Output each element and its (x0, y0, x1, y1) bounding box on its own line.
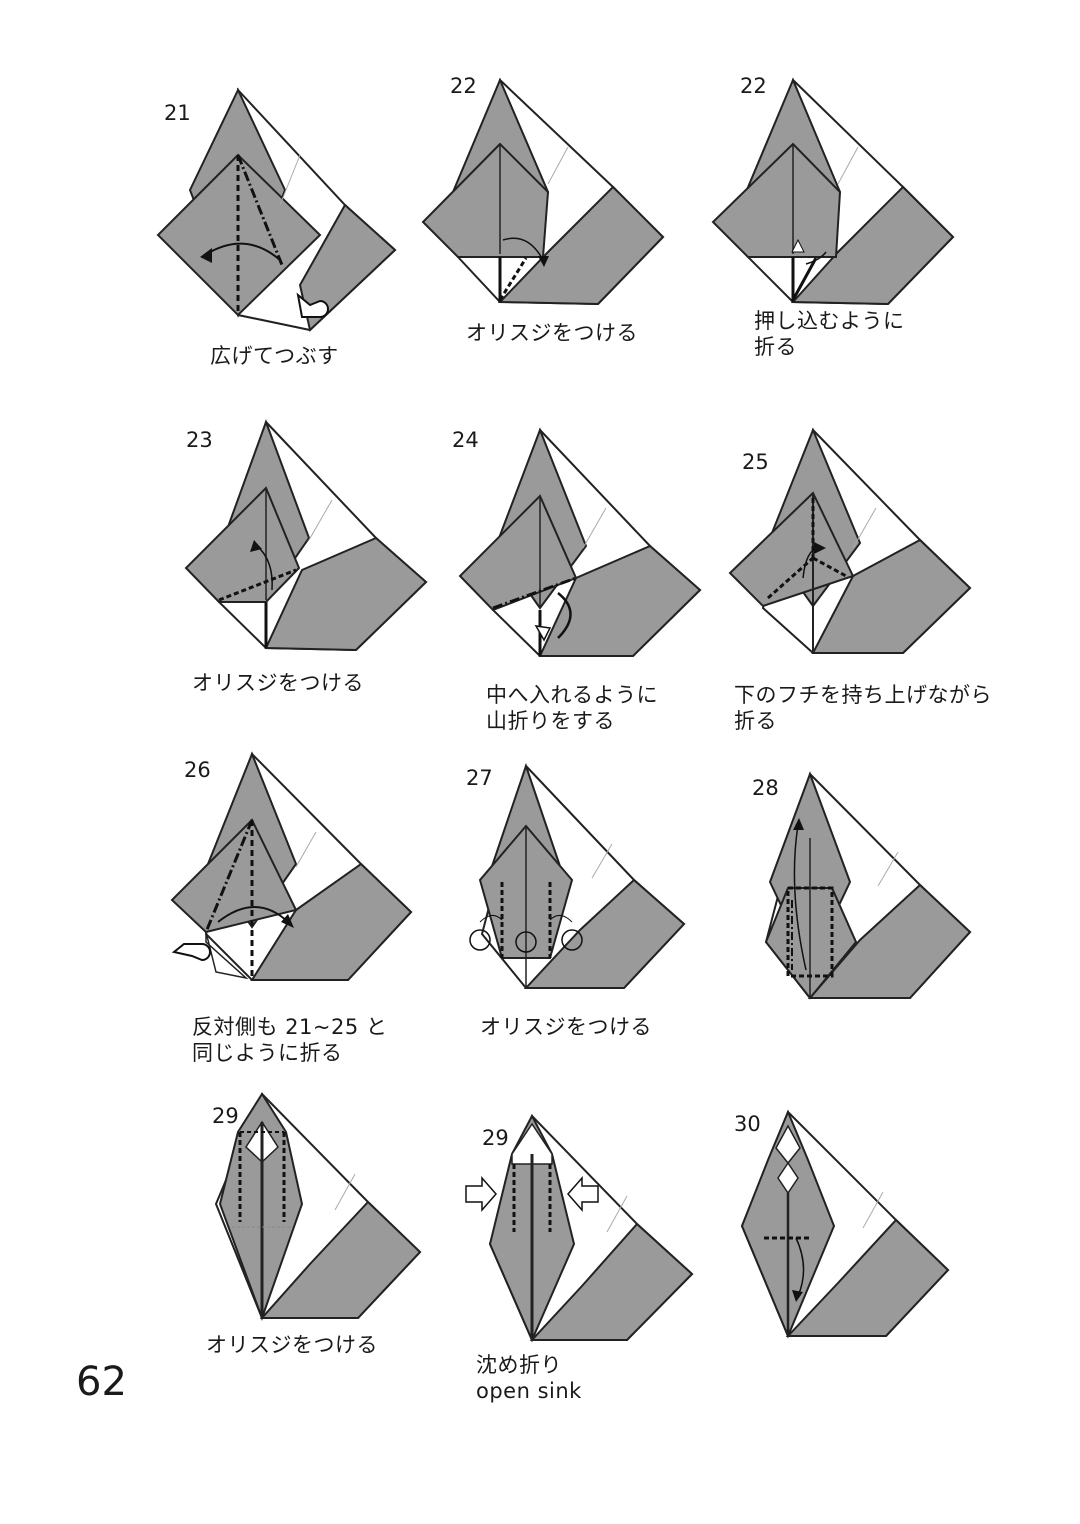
step-26: 26 反対側も 21~25 と 同じように折る (166, 751, 506, 1092)
fold-diagram (170, 751, 413, 981)
step-22b: 22 押し込むように 折る (708, 72, 1048, 412)
step-27: 27 オリスジをつける (462, 762, 802, 1102)
step-caption: 押し込むように 折る (754, 309, 905, 359)
step-30: 30 (734, 1108, 1078, 1448)
fold-diagram (156, 87, 397, 332)
fold-diagram (214, 1092, 422, 1321)
step-caption: 沈め折り open sink (476, 1353, 582, 1403)
step-number: 26 (184, 758, 211, 782)
page-number: 62 (76, 1359, 127, 1405)
step-29b: 29 沈め折り open sink (465, 1113, 822, 1454)
step-caption: 広げてつぶす (210, 344, 339, 368)
step-number: 23 (186, 428, 213, 452)
step-number: 22 (450, 74, 477, 98)
step-23: 23 オリスジをつける (184, 419, 524, 760)
step-number: 27 (466, 766, 493, 790)
step-number: 29 (212, 1104, 239, 1128)
fold-diagram (421, 77, 665, 306)
fold-diagram (458, 427, 702, 657)
step-caption: 下のフチを持ち上げながら 折る (734, 683, 992, 733)
fold-diagram (740, 1109, 950, 1339)
fold-diagram (728, 427, 972, 654)
step-21: 21 広げてつぶす (150, 85, 490, 425)
step-24: 24 中へ入れるように 山折りをする (452, 427, 798, 768)
step-caption: 中へ入れるように 山折りをする (486, 683, 658, 733)
step-caption: オリスジをつける (480, 1015, 652, 1039)
step-28: 28 (748, 770, 1080, 1110)
fold-diagram (469, 762, 686, 989)
step-caption: オリスジをつける (206, 1333, 378, 1357)
fold-diagram (184, 419, 428, 652)
step-25: 25 下のフチを持ち上げながら 折る (728, 427, 1068, 768)
step-29a: 29 オリスジをつける (206, 1092, 550, 1432)
step-number: 29 (482, 1126, 509, 1150)
step-caption: オリスジをつける (466, 321, 638, 345)
step-number: 30 (734, 1112, 761, 1136)
step-number: 22 (740, 74, 767, 98)
step-number: 28 (752, 776, 779, 800)
fold-diagram (711, 77, 955, 306)
step-number: 24 (452, 428, 479, 452)
step-22a: 22 オリスジをつける (418, 72, 758, 412)
step-number: 21 (164, 101, 191, 125)
fold-diagram (465, 1113, 694, 1343)
step-caption: オリスジをつける (192, 671, 364, 695)
step-caption: 反対側も 21~25 と 同じように折る (192, 1015, 388, 1065)
fold-diagram (764, 771, 972, 1000)
step-number: 25 (742, 450, 769, 474)
